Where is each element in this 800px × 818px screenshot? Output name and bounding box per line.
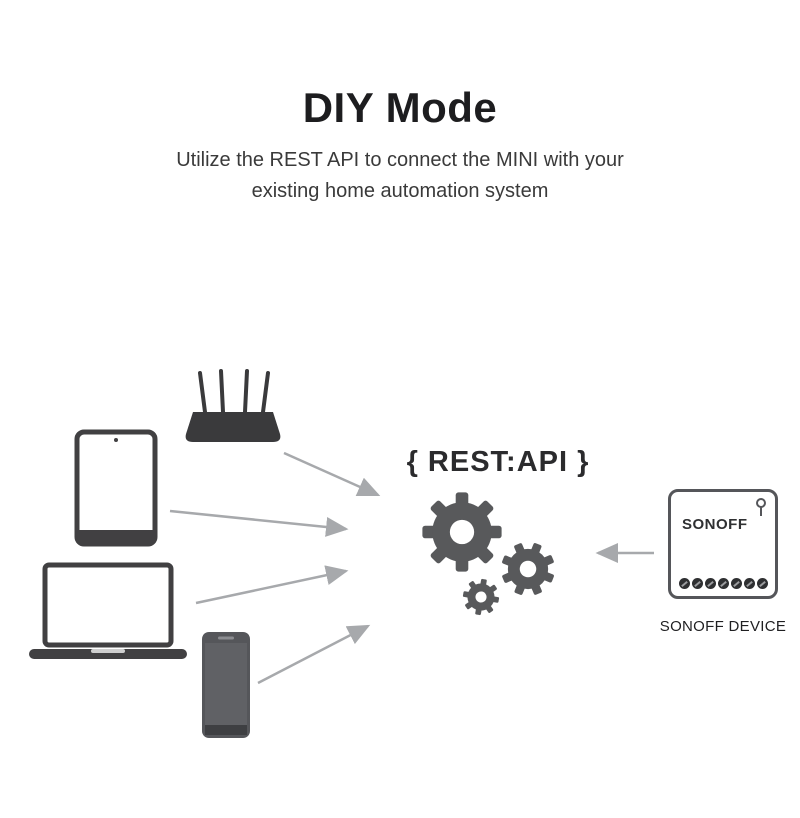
arrow-phone-to-api: [257, 624, 371, 685]
screw-terminal: [756, 578, 768, 589]
screw-terminal: [678, 578, 690, 589]
page-title: DIY Mode: [302, 84, 498, 131]
laptop-icon: [29, 562, 187, 659]
terminal-screws: [671, 578, 775, 589]
subtitle: Utilize the REST API to connect the MINI…: [0, 145, 800, 207]
tablet-icon: [74, 429, 158, 547]
smartphone-icon: [202, 632, 250, 738]
gears-icon: [422, 492, 563, 618]
rest-api-label: { REST:API }: [406, 446, 590, 478]
arrow-laptop-to-api: [195, 565, 349, 605]
sonoff-device-label: SONOFF DEVICE: [659, 618, 787, 635]
arrow-tablet-to-api: [169, 509, 349, 537]
screw-terminal: [743, 578, 755, 589]
screw-terminal: [704, 578, 716, 589]
pull-tab-icon: [756, 498, 766, 516]
screw-terminal: [730, 578, 742, 589]
sonoff-logo: SONOFF: [682, 516, 748, 533]
gear-medium: [493, 534, 563, 604]
subtitle-line-1: Utilize the REST API to connect the MINI…: [176, 149, 624, 171]
gear-large: [422, 492, 502, 572]
gear-small: [460, 576, 502, 618]
wifi-router-icon: [185, 369, 281, 442]
subtitle-line-2: existing home automation system: [251, 180, 549, 202]
sonoff-device-illustration: SONOFF: [668, 489, 778, 599]
screw-terminal: [691, 578, 703, 589]
screw-terminal: [717, 578, 729, 589]
